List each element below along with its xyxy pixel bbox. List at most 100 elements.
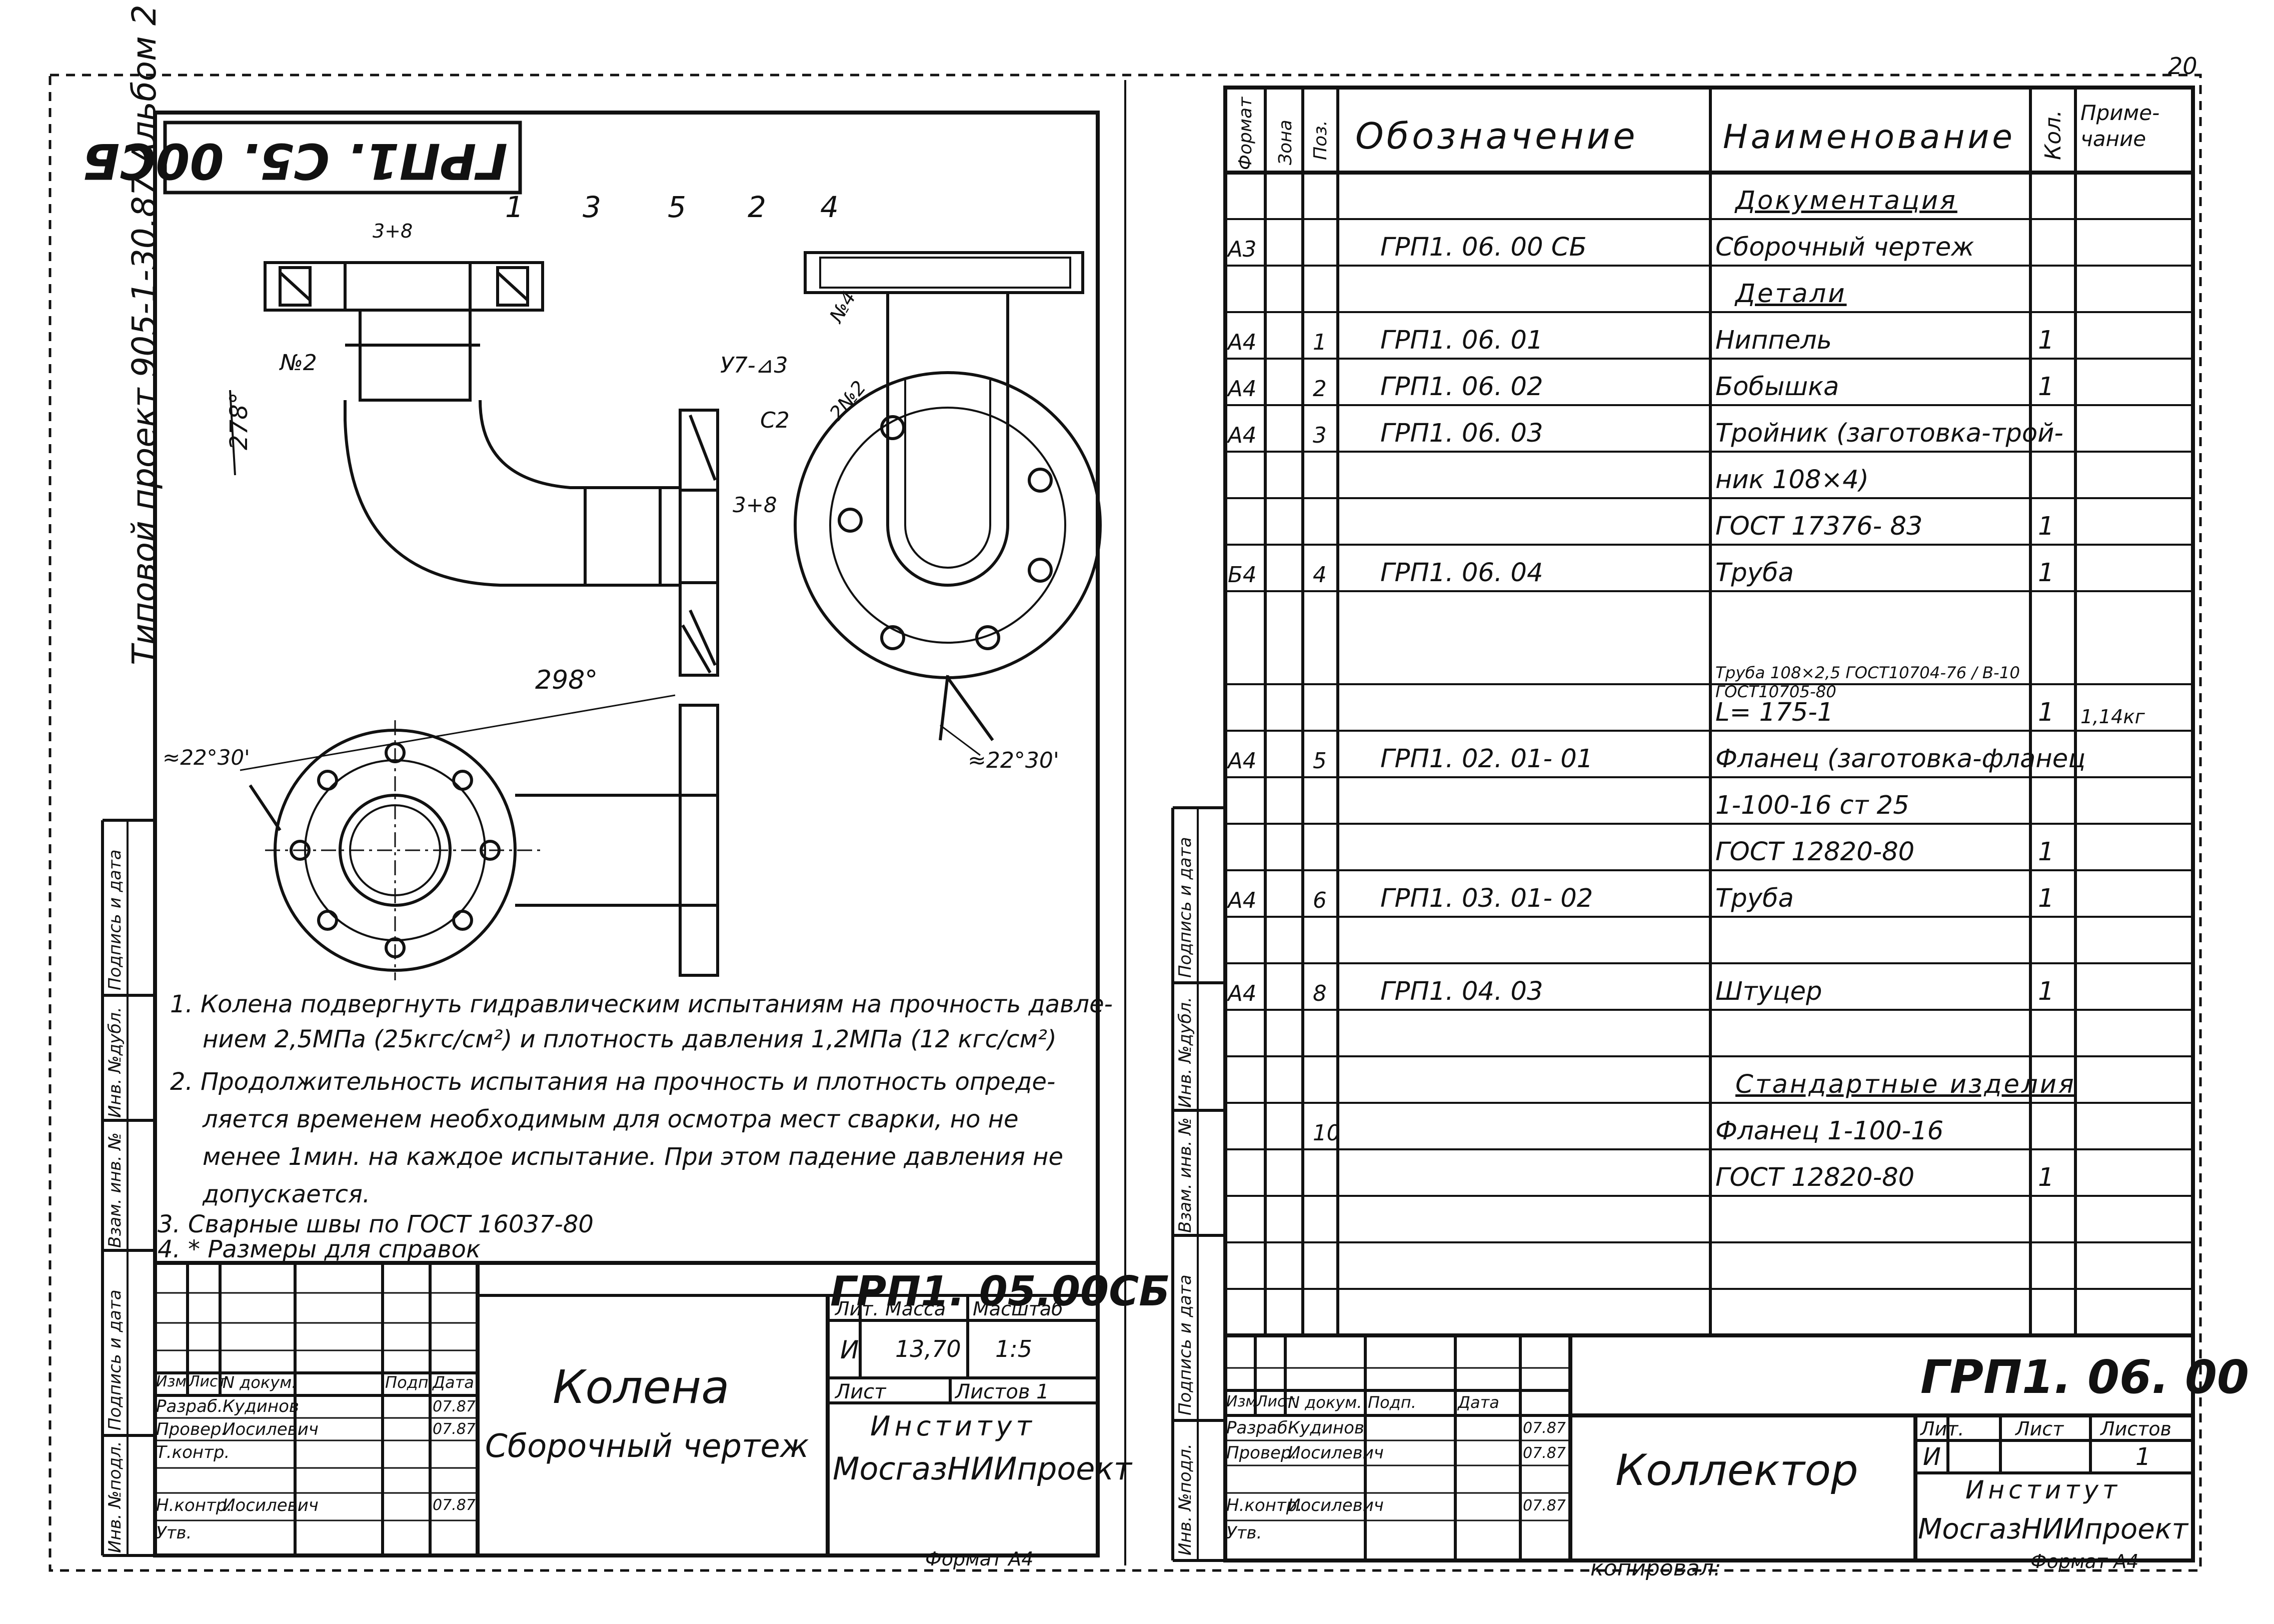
left-tb-scale: 1:5 — [995, 1335, 1033, 1362]
spec-cell-qty: 1 — [2038, 883, 2054, 913]
hdr-qty: Кол. — [2040, 110, 2066, 160]
left-tb-r3-role: Т.контр. — [156, 1442, 230, 1462]
left-tb-doctype: Сборочный чертеж — [485, 1428, 809, 1465]
spec-cell-des: ГРП1. 06. 01 — [1380, 325, 1543, 355]
right-side-label-2: Подпись и дата — [1175, 1274, 1195, 1415]
left-tb-hdr-data: Дата — [433, 1373, 474, 1392]
right-tb-org1: Институт — [1965, 1475, 2121, 1504]
spec-row-lines — [1225, 218, 2193, 1290]
spec-cell-fmt: А4 — [1228, 423, 1257, 449]
spec-cell-fmt: А4 — [1228, 981, 1257, 1007]
note-line-8: 4. * Размеры для справок — [158, 1235, 481, 1263]
left-tb-r2-date: 07.87 — [433, 1420, 476, 1438]
note-line-2: нием 2,5МПа (25кгс/см²) и плотность давл… — [203, 1025, 1057, 1053]
left-side-label-2: Подпись и дата — [105, 1289, 125, 1430]
spec-cell-des: ГРП1. 06. 04 — [1380, 558, 1543, 588]
spec-cell-name: Труба 108×2,5 ГОСТ10704-76 / В-10 ГОСТ10… — [1715, 663, 2020, 701]
hdr-note: Приме- чание — [2080, 101, 2160, 151]
spec-cell-des: ГРП1. 06. 03 — [1380, 418, 1543, 448]
note-line-4: ляется временем необходимым для осмотра … — [203, 1105, 1019, 1133]
left-tb-r5-role: Утв. — [156, 1523, 192, 1543]
spec-cell-qty: 1 — [2038, 325, 2054, 355]
angle-left: ≈22°30' — [163, 745, 250, 770]
dim-278: 278° — [225, 392, 253, 450]
spec-cell-fmt: Б4 — [1228, 563, 1257, 588]
left-tb-mass: 13,70 — [895, 1335, 961, 1362]
spec-cell-name: L= 175-1 — [1715, 697, 1834, 727]
spec-cell-name: Фланец (заготовка-фланец — [1715, 744, 2086, 774]
spec-cell-qty: 1 — [2038, 558, 2054, 588]
note-line-1: 1. Колена подвергнуть гидравлическим исп… — [170, 990, 1113, 1018]
spec-cell-name: Фланец 1-100-16 — [1715, 1116, 1944, 1146]
left-tb-sheet-hdr: Лист — [835, 1380, 886, 1403]
left-tb-r4-role: Н.контр. — [156, 1495, 233, 1515]
right-tb-r2-date: 07.87 — [1523, 1444, 1566, 1462]
spec-cell-name: Тройник (заготовка-трой- — [1715, 418, 2063, 448]
tee-side-view — [794, 251, 1102, 741]
left-tb-lit-hdr: Лит. — [835, 1298, 879, 1320]
right-side-label-3: Взам. инв. № — [1175, 1117, 1195, 1233]
right-side-label-5: Подпись и дата — [1175, 837, 1195, 978]
right-tb-r1-name: Кудинов — [1288, 1418, 1364, 1438]
spec-cell-pos: 6 — [1313, 888, 1327, 914]
left-tb-scale-hdr: Масштаб — [973, 1298, 1063, 1320]
hdr-zone: Зона — [1275, 120, 1296, 165]
spec-cell-pos: 10 — [1313, 1121, 1341, 1146]
left-tb-org1: Институт — [870, 1410, 1036, 1442]
right-tb-r3-date: 07.87 — [1523, 1497, 1566, 1514]
weld-c2: С2 — [760, 408, 790, 433]
right-tb-sheets-hdr: Листов — [2100, 1418, 2171, 1440]
spec-cell-fmt: А3 — [1228, 237, 1257, 263]
spec-cell-name: Детали — [1735, 279, 1847, 309]
right-tb-r2-role: Провер. — [1226, 1443, 1297, 1463]
right-tb-hdr-list: Лист — [1256, 1393, 1295, 1410]
left-tb-r4-date: 07.87 — [433, 1496, 476, 1514]
right-title-block-grid — [1225, 1335, 2193, 1560]
right-tb-hdr-podp: Подп. — [1368, 1393, 1416, 1412]
right-tb-sheets: 1 — [2135, 1443, 2151, 1471]
spec-cell-fmt: А4 — [1228, 749, 1257, 774]
spec-cell-fmt: А4 — [1228, 330, 1257, 356]
project-label: Типовой проект 905-1-30.87 Альбом 2 — [125, 5, 164, 665]
dim-298: 298° — [535, 665, 598, 695]
left-tb-format: Формат А4 — [925, 1548, 1034, 1570]
left-tb-r1-date: 07.87 — [433, 1398, 476, 1415]
spec-cell-qty: 1 — [2038, 372, 2054, 402]
right-tb-lit: И — [1923, 1443, 1941, 1471]
right-tb-r1-role: Разраб. — [1226, 1418, 1293, 1438]
left-frame — [153, 111, 1100, 1557]
left-tb-r1-role: Разраб. — [156, 1396, 223, 1416]
spec-cell-name: Бобышка — [1715, 372, 1839, 402]
spec-cell-name: ГОСТ 17376- 83 — [1715, 511, 1923, 541]
right-tb-r1-date: 07.87 — [1523, 1419, 1566, 1437]
note-line-3: 2. Продолжительность испытания на прочно… — [170, 1068, 1056, 1096]
spec-cell-pos: 1 — [1313, 330, 1327, 356]
right-tb-r3-role: Н.контр. — [1226, 1495, 1303, 1515]
right-tb-name: Коллектор — [1615, 1445, 1858, 1495]
spec-cell-qty: 1 — [2038, 511, 2054, 541]
right-side-label-4: Инв. №дубл. — [1175, 997, 1195, 1108]
spec-cell-des: ГРП1. 02. 01- 01 — [1380, 744, 1593, 774]
left-tb-lit: И — [840, 1335, 859, 1364]
hdr-pos: Поз. — [1310, 120, 1331, 160]
spec-cell-qty: 1 — [2038, 976, 2054, 1006]
left-tb-r2-role: Провер. — [156, 1419, 227, 1439]
right-tb-copied: копировал: — [1590, 1555, 1721, 1581]
elbow-front-view — [229, 261, 719, 677]
left-side-label-4: Инв. №дубл. — [105, 1007, 125, 1118]
note-line-6: допускается. — [203, 1180, 371, 1208]
right-tb-r2-name: Иосилевич — [1288, 1443, 1384, 1463]
hdr-designation: Обозначение — [1355, 115, 1638, 157]
note-line-7: 3. Сварные швы по ГОСТ 16037-80 — [158, 1210, 594, 1238]
right-tb-format: Формат А4 — [2030, 1550, 2139, 1572]
spec-cell-pos: 3 — [1313, 423, 1327, 449]
spec-cell-qty: 1 — [2038, 1162, 2054, 1192]
spec-cell-des: ГРП1. 06. 00 СБ — [1380, 232, 1587, 262]
spec-cell-name: Труба — [1715, 558, 1794, 588]
left-tb-org2: МосгазНИИпроект — [833, 1450, 1132, 1487]
page-number: 20 — [2168, 53, 2197, 80]
dim-3x8-right: 3+8 — [733, 493, 777, 517]
hdr-format: Формат — [1235, 97, 1256, 170]
left-tb-r4-name: Иосилевич — [223, 1495, 319, 1515]
spec-cell-name: 1-100-16 ст 25 — [1715, 790, 1909, 820]
